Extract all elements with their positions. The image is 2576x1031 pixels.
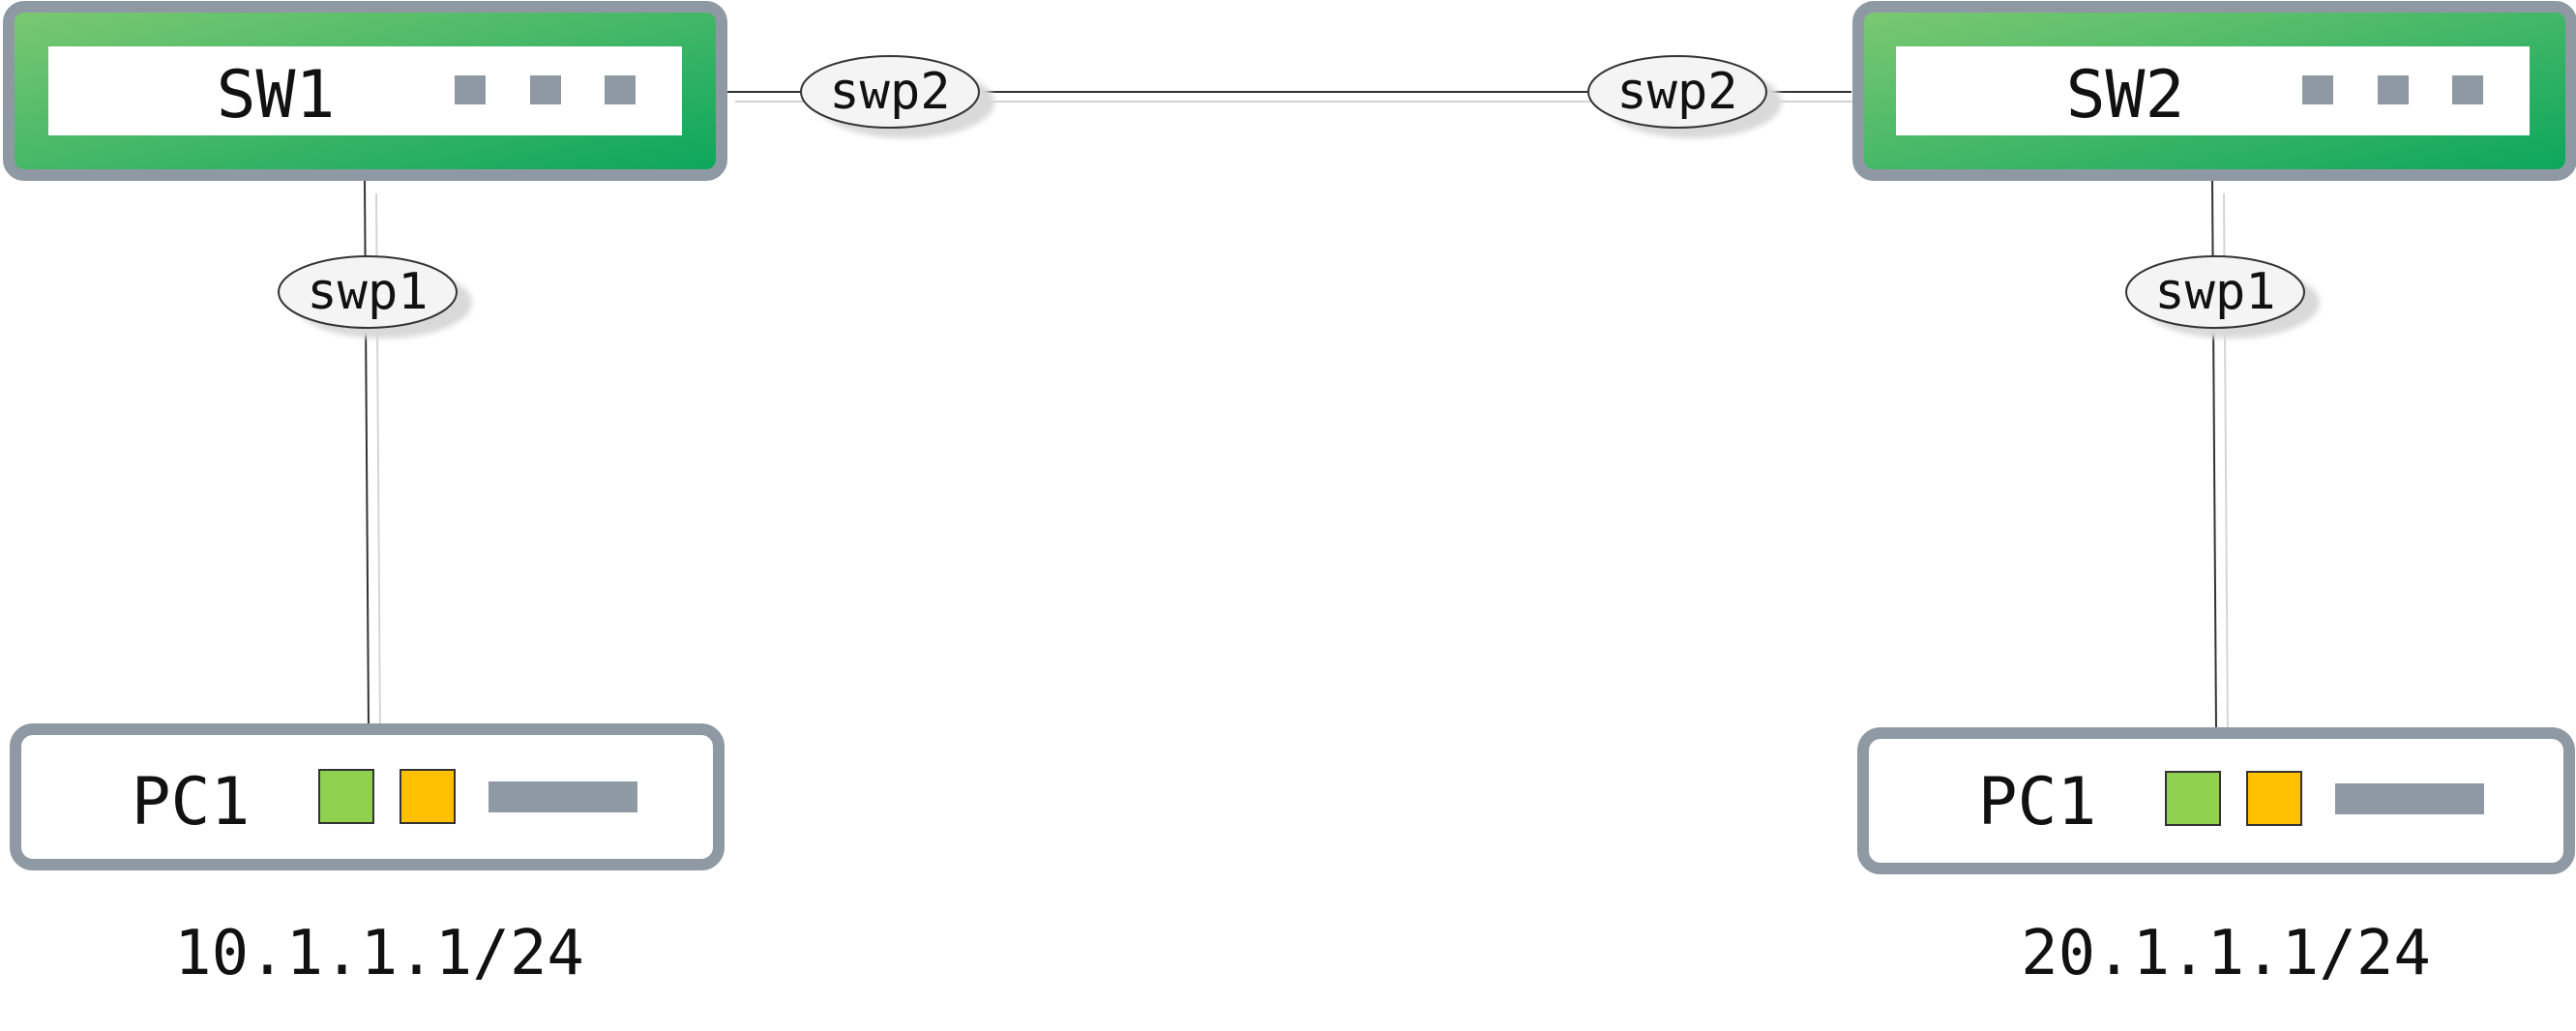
port-indicator [530,75,561,104]
switch-sw2-label: SW2 [2066,57,2185,133]
port-label-sw1-swp1[interactable]: swp1 [278,255,472,339]
host-ip-address: 10.1.1.1/24 [174,918,584,989]
switch-sw1[interactable]: SW1 [3,1,727,181]
port-indicator [2378,75,2409,104]
host-label: PC1 [132,764,251,840]
switch-sw2-faceplate [1896,46,2530,135]
host-pc1-left[interactable]: PC1 [10,723,725,870]
port-label-sw1-swp2[interactable]: swp2 [800,55,994,138]
switch-sw1-label: SW1 [217,57,336,133]
host-pc1-right[interactable]: PC1 [1857,727,2575,874]
port-indicator [2452,75,2483,104]
port-label-text: swp1 [2154,263,2275,321]
status-led-green [318,769,374,824]
switch-sw1-faceplate [48,46,682,135]
port-label-ellipse [800,55,980,129]
port-label-ellipse [1587,55,1767,129]
status-led-green [2165,771,2221,826]
port-label-sw2-swp2[interactable]: swp2 [1587,55,1782,138]
port-indicator [605,75,636,104]
switch-sw2[interactable]: SW2 [1852,1,2576,181]
port-indicator [455,75,486,104]
host-label: PC1 [1978,764,2097,840]
port-label-sw2-swp1[interactable]: swp1 [2125,255,2320,339]
host-ip-address: 20.1.1.1/24 [2021,918,2431,989]
port-label-ellipse [2125,255,2305,329]
status-led-yellow [400,769,456,824]
drive-bar [2335,783,2484,814]
links [364,91,2229,742]
port-label-text: swp2 [829,63,950,121]
status-led-yellow [2246,771,2302,826]
port-indicator [2302,75,2333,104]
port-label-ellipse [278,255,458,329]
drive-bar [489,781,637,812]
port-label-text: swp2 [1616,63,1737,121]
port-label-text: swp1 [307,263,428,321]
